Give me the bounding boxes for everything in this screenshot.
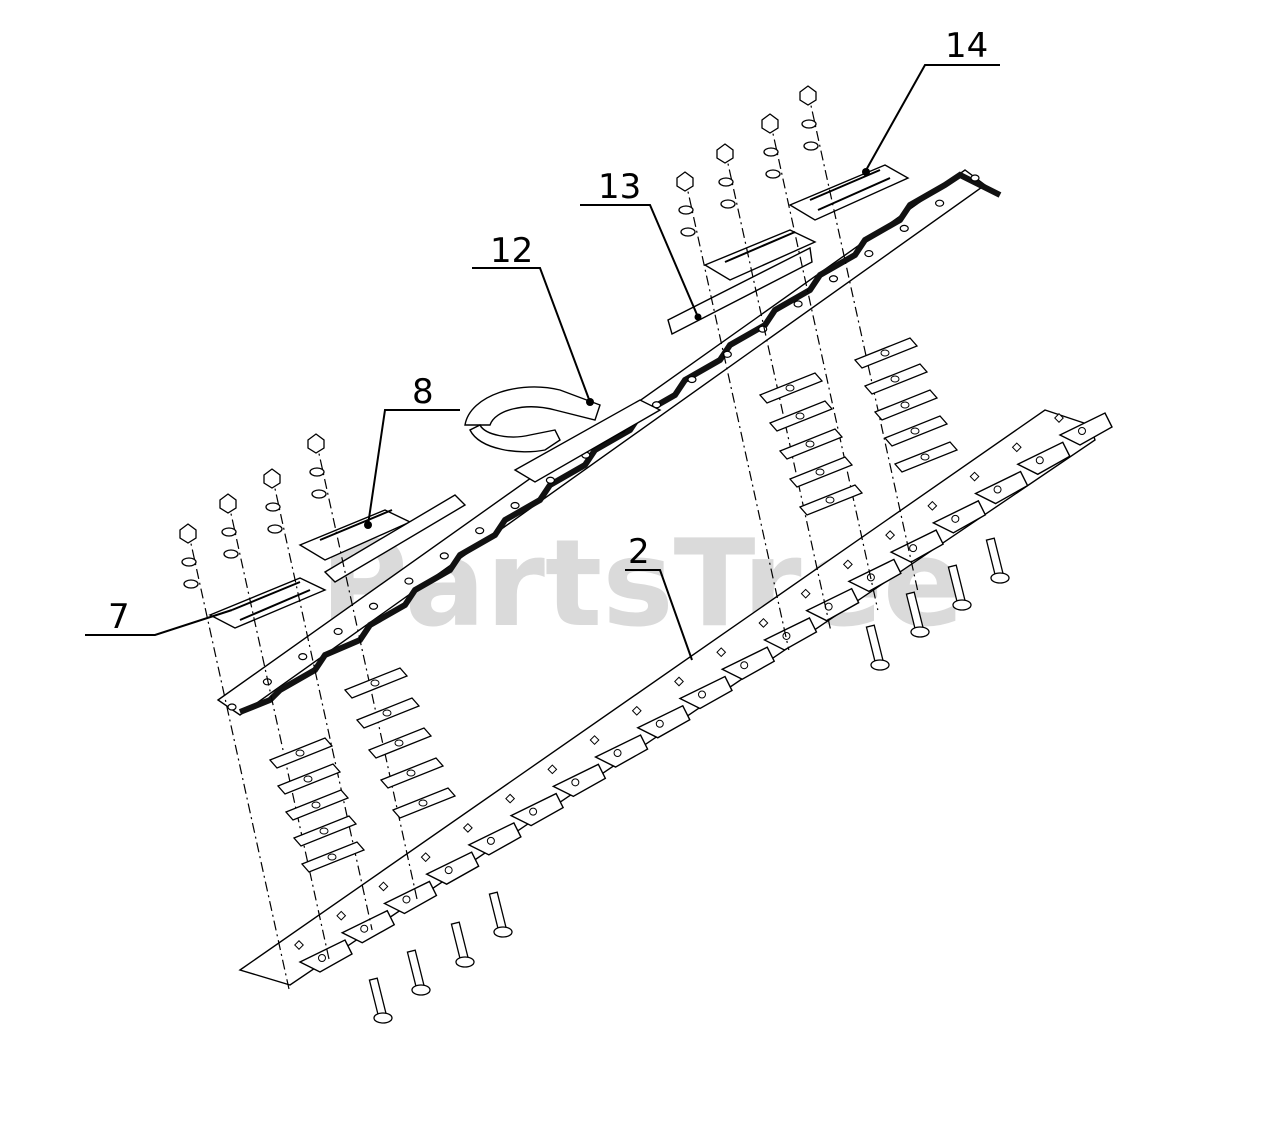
callout-label-13: 13 [598,167,641,207]
guide-plates [268,337,959,873]
lower-blade-teeth [294,412,1113,973]
clamp-plate-13 [667,229,817,336]
drive-bracket [464,386,662,483]
clamp-plate-8 [298,494,467,583]
callout-label-8: 8 [412,372,434,412]
upper-blade-teeth [238,171,1002,715]
callout-label-7: 7 [108,597,130,637]
callout-leaders [85,64,1000,661]
callout-label-12: 12 [490,231,533,271]
lower-blade-assembly [238,409,1113,986]
spacer-bar-13 [667,246,813,336]
clamp-plate-7 [208,577,327,629]
fastener-hardware [179,85,1010,1024]
callout-label-14: 14 [945,26,988,66]
clamp-plate-14 [788,164,910,221]
lower-blade-bar [238,409,1096,986]
callout-label-2: 2 [628,532,650,572]
